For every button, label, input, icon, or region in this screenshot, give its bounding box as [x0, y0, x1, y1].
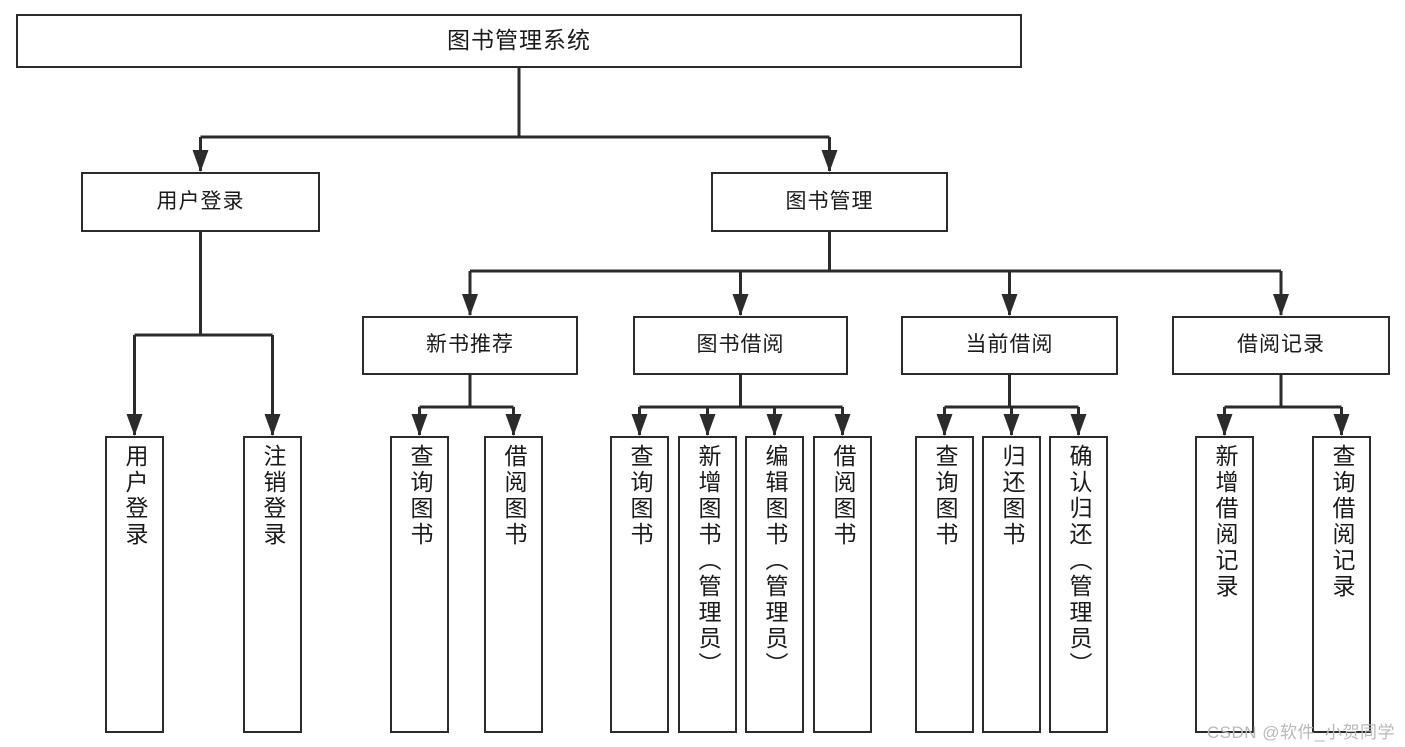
node-label: 借阅图书 — [501, 444, 527, 548]
node-label: 图书管理 — [785, 189, 874, 213]
node-leaf-query-record[interactable]: 查询借阅记录 — [1312, 436, 1371, 733]
node-label: 查询借阅记录 — [1329, 444, 1355, 600]
node-label: 借阅记录 — [1237, 333, 1325, 357]
node-leaf-user-login[interactable]: 用户登录 — [105, 436, 164, 733]
node-label: 图书借阅 — [696, 333, 785, 357]
node-leaf-query-book-current[interactable]: 查询图书 — [915, 436, 974, 733]
node-new-book-recommend[interactable]: 新书推荐 — [362, 316, 578, 375]
node-borrow-record[interactable]: 借阅记录 — [1172, 316, 1390, 375]
node-label: 注销登录 — [260, 444, 286, 548]
node-label: 查询图书 — [407, 444, 433, 548]
node-label: 用户登录 — [122, 444, 148, 548]
node-current-borrow[interactable]: 当前借阅 — [901, 316, 1118, 375]
node-label: 编辑图书（管理员） — [762, 444, 788, 678]
node-label: 当前借阅 — [965, 333, 1054, 357]
node-label: 归还图书 — [999, 444, 1025, 548]
node-leaf-borrow-book[interactable]: 借阅图书 — [813, 436, 872, 733]
node-leaf-logout[interactable]: 注销登录 — [243, 436, 302, 733]
node-user-login[interactable]: 用户登录 — [81, 172, 320, 232]
node-book-borrow[interactable]: 图书借阅 — [633, 316, 848, 375]
node-leaf-confirm-return[interactable]: 确认归还（管理员） — [1049, 436, 1108, 733]
node-label: 借阅图书 — [830, 444, 856, 548]
node-label: 新增借阅记录 — [1212, 444, 1238, 600]
node-leaf-add-record[interactable]: 新增借阅记录 — [1195, 436, 1254, 733]
node-leaf-query-book-rec[interactable]: 查询图书 — [390, 436, 449, 733]
node-label: 新书推荐 — [426, 333, 514, 357]
node-leaf-borrow-book-rec[interactable]: 借阅图书 — [484, 436, 543, 733]
node-label: 用户登录 — [156, 189, 245, 213]
node-label: 查询图书 — [627, 444, 653, 548]
node-leaf-return-book[interactable]: 归还图书 — [982, 436, 1041, 733]
watermark-text: CSDN @软件_小贺同学 — [1206, 723, 1395, 742]
node-leaf-edit-book[interactable]: 编辑图书（管理员） — [745, 436, 804, 733]
node-label: 新增图书（管理员） — [695, 444, 721, 678]
node-label: 查询图书 — [932, 444, 958, 548]
node-label: 确认归还（管理员） — [1066, 444, 1092, 678]
node-root-system[interactable]: 图书管理系统 — [16, 14, 1022, 68]
node-book-manage[interactable]: 图书管理 — [711, 172, 948, 232]
node-leaf-query-book-borrow[interactable]: 查询图书 — [610, 436, 669, 733]
node-label: 图书管理系统 — [447, 27, 591, 54]
node-leaf-add-book[interactable]: 新增图书（管理员） — [678, 436, 737, 733]
